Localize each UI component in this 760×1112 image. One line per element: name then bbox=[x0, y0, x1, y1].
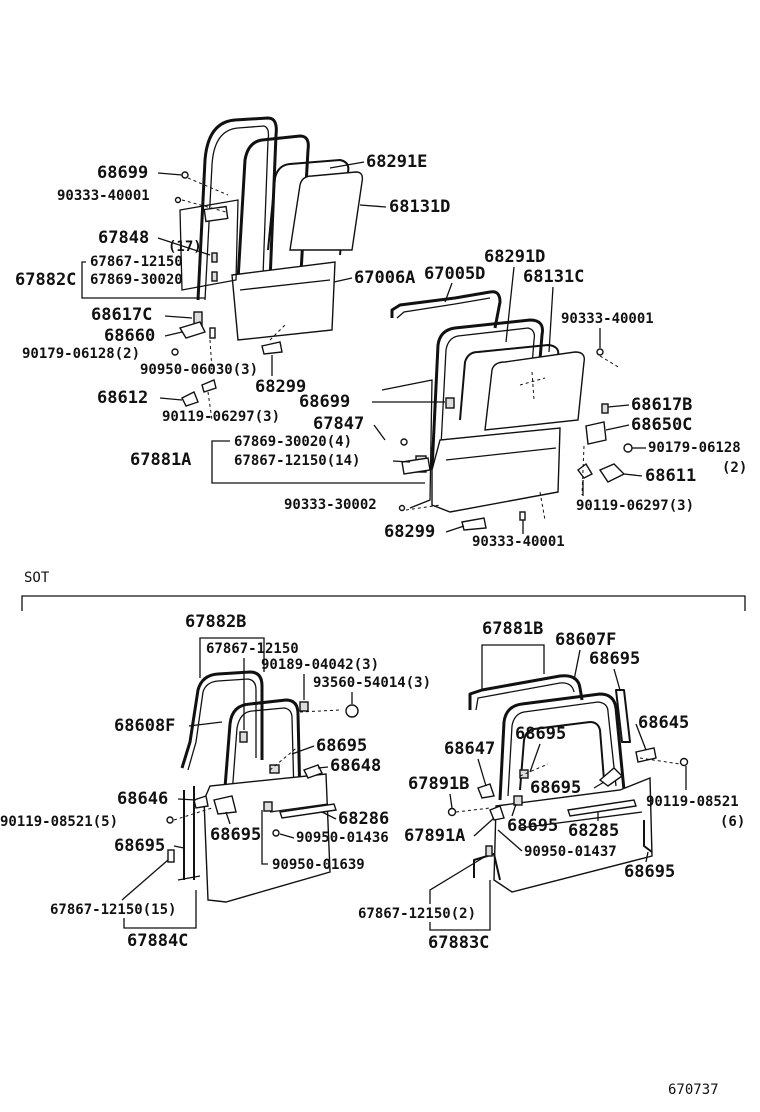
label-90950-06030: 90950-06030(3) bbox=[140, 362, 258, 378]
label-67867-12150: 67867-12150 bbox=[90, 254, 183, 270]
rear-glass-run-68291d bbox=[459, 344, 560, 421]
label-67867-12150-e: 67867-12150(2) bbox=[358, 906, 476, 922]
label-68699: 68699 bbox=[97, 163, 148, 183]
rear-door-frame bbox=[430, 318, 544, 471]
label-68291d: 68291D bbox=[484, 247, 545, 267]
lower-right-frame bbox=[498, 692, 626, 801]
label-68695-b: 68695 bbox=[210, 825, 261, 845]
label-68291e: 68291E bbox=[366, 152, 427, 172]
label-67881b: 67881B bbox=[482, 619, 543, 639]
door-frame-outer bbox=[196, 116, 278, 331]
label-90950-01436: 90950-01436 bbox=[296, 830, 389, 846]
rear-door-assembly bbox=[381, 290, 633, 531]
label-67867-12150-b: 67867-12150(14) bbox=[234, 453, 360, 469]
label-67869-30020: 67869-30020 bbox=[90, 272, 183, 288]
lower-right-assembly bbox=[447, 674, 689, 893]
section-label-sot: SOT bbox=[24, 570, 50, 586]
label-68612: 68612 bbox=[97, 388, 148, 408]
label-68650c: 68650C bbox=[631, 415, 692, 435]
label-68695-c: 68695 bbox=[114, 836, 165, 856]
rear-door-body-67006a bbox=[431, 427, 561, 513]
label-67883c: 67883C bbox=[428, 933, 489, 953]
label-68617c: 68617C bbox=[91, 305, 152, 325]
label-68695-g: 68695 bbox=[507, 816, 558, 836]
label-68286: 68286 bbox=[338, 809, 389, 829]
label-90179-06128-qty: (2) bbox=[722, 460, 747, 476]
inner-panel bbox=[179, 199, 239, 291]
label-68695-f: 68695 bbox=[530, 778, 581, 798]
front-door-assembly bbox=[171, 116, 364, 421]
label-68611: 68611 bbox=[645, 466, 696, 486]
label-68131c: 68131C bbox=[523, 267, 584, 287]
label-67847: 67847 bbox=[313, 414, 364, 434]
label-68647: 68647 bbox=[444, 739, 495, 759]
label-68660: 68660 bbox=[104, 326, 155, 346]
label-67891a: 67891A bbox=[404, 826, 465, 846]
glass-run-68291e bbox=[236, 134, 310, 291]
label-67881a: 67881A bbox=[130, 450, 191, 470]
label-67891b: 67891B bbox=[408, 774, 469, 794]
label-90119-06297: 90119-06297(3) bbox=[162, 409, 280, 425]
lower-left-labels: 67882B 67867-12150 90189-04042(3) 93560-… bbox=[0, 612, 431, 951]
label-68299: 68299 bbox=[255, 377, 306, 397]
label-67884c: 67884C bbox=[127, 931, 188, 951]
label-90333-40001-c: 90333-40001 bbox=[472, 534, 565, 550]
label-90333-40001-b: 90333-40001 bbox=[561, 311, 654, 327]
lower-left-frame bbox=[222, 698, 302, 801]
label-90189-04042: 90189-04042(3) bbox=[261, 657, 379, 673]
label-68695-a: 68695 bbox=[316, 736, 367, 756]
label-90119-08521: 90119-08521(5) bbox=[0, 814, 118, 830]
label-90119-08521-qty: (6) bbox=[720, 814, 745, 830]
label-90950-01437: 90950-01437 bbox=[524, 844, 617, 860]
label-68607f: 68607F bbox=[555, 630, 616, 650]
upper-labels: 68699 90333-40001 67848 (17) 67867-12150… bbox=[15, 152, 747, 550]
label-93560-54014: 93560-54014(3) bbox=[313, 675, 431, 691]
label-68648: 68648 bbox=[330, 756, 381, 776]
label-68699-b: 68699 bbox=[299, 392, 350, 412]
label-90179-06128-b: 90179-06128 bbox=[648, 440, 741, 456]
label-68645: 68645 bbox=[638, 713, 689, 733]
label-68695-d: 68695 bbox=[589, 649, 640, 669]
label-90333-30002: 90333-30002 bbox=[284, 497, 377, 513]
lower-left-assembly bbox=[166, 670, 359, 903]
label-67006a: 67006A bbox=[354, 268, 415, 288]
label-90119-08521-b: 90119-08521 bbox=[646, 794, 739, 810]
label-67882c: 67882C bbox=[15, 270, 76, 290]
label-67882b: 67882B bbox=[185, 612, 246, 632]
label-67848: 67848 bbox=[98, 228, 149, 248]
label-68695-e: 68695 bbox=[515, 724, 566, 744]
label-68299-b: 68299 bbox=[384, 522, 435, 542]
label-90333-40001: 90333-40001 bbox=[57, 188, 150, 204]
label-67005d: 67005D bbox=[424, 264, 485, 284]
label-90179-06128: 90179-06128(2) bbox=[22, 346, 140, 362]
door-frame-inner bbox=[204, 125, 270, 331]
rear-run-channel-67005d bbox=[390, 290, 502, 329]
door-glass-68131d bbox=[289, 171, 364, 251]
label-90119-06297-b: 90119-06297(3) bbox=[576, 498, 694, 514]
label-67867-12150-c: 67867-12150 bbox=[206, 641, 299, 657]
label-68131d: 68131D bbox=[389, 197, 450, 217]
rear-glass-68131c bbox=[484, 351, 585, 431]
label-67869-30020-b: 67869-30020(4) bbox=[234, 434, 352, 450]
label-67867-12150-d: 67867-12150(15) bbox=[50, 902, 176, 918]
diagram-ref-number: 670737 bbox=[668, 1082, 719, 1098]
run-channel-2 bbox=[267, 159, 350, 256]
label-68617b: 68617B bbox=[631, 395, 692, 415]
label-68285: 68285 bbox=[568, 821, 619, 841]
label-68695-h: 68695 bbox=[624, 862, 675, 882]
label-68646: 68646 bbox=[117, 789, 168, 809]
door-panel-67006a bbox=[231, 261, 336, 341]
label-68608f: 68608F bbox=[114, 716, 175, 736]
lower-right-labels: 67881B 68607F 68695 68645 68695 68647 67… bbox=[358, 619, 745, 953]
label-90950-01639: 90950-01639 bbox=[272, 857, 365, 873]
channel-68608f bbox=[180, 670, 264, 769]
section-bracket bbox=[21, 595, 746, 611]
lower-left-door-body bbox=[203, 773, 331, 903]
channel-68607f bbox=[468, 674, 584, 710]
